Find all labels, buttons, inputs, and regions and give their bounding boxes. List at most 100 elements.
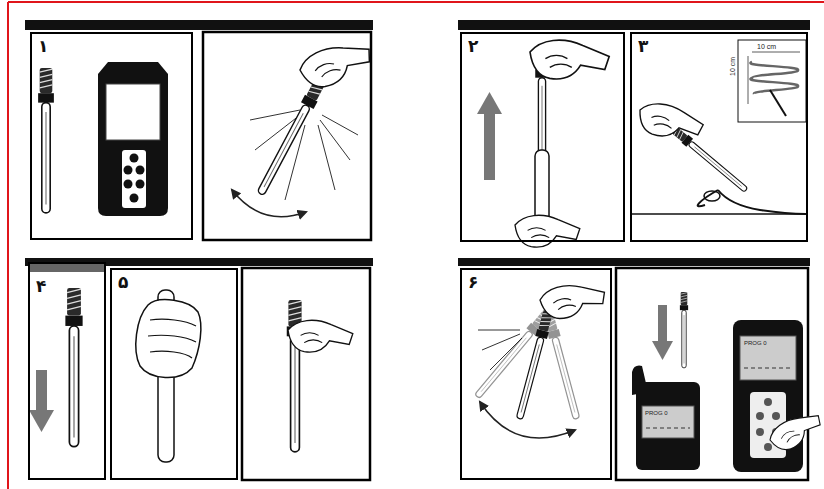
meter-drawing (632, 366, 700, 470)
frame-bar (25, 20, 810, 266)
motion-lines-part (322, 115, 358, 135)
meter-drawing-part (124, 166, 133, 175)
motion-arrow-part (232, 190, 306, 217)
meter-drawing-part (130, 154, 139, 163)
probe-drawing-part (65, 288, 82, 447)
inset-frame-part (752, 52, 800, 53)
meter-drawing-part (740, 336, 796, 380)
page-border-part (7, 2, 9, 489)
probe-drawing (669, 124, 750, 194)
meter-drawing-part (136, 166, 145, 175)
hand-drawing-part (766, 406, 824, 456)
meter-drawing-part (636, 382, 700, 470)
inset-frame-part (748, 56, 749, 104)
motion-arrow-part (480, 402, 575, 438)
probe-drawing (680, 292, 688, 368)
meter-drawing-part (106, 84, 160, 140)
panel-frame-part (242, 268, 370, 480)
inset-frame-part (770, 90, 786, 116)
step-panel: ۵ (110, 268, 238, 480)
probe-drawing (65, 288, 82, 447)
motion-arrow (232, 190, 306, 217)
meter-drawing (733, 320, 803, 472)
meter-drawing-part (764, 443, 772, 451)
meter-drawing-part (646, 428, 690, 429)
motion-lines-part (478, 330, 520, 331)
page-border-part (8, 1, 824, 3)
inset-frame-part (738, 40, 806, 122)
meter-drawing-part (124, 180, 133, 189)
screen-text: PROG 0 (645, 410, 668, 416)
hand-drawing (636, 100, 705, 143)
meter-drawing-part (772, 412, 780, 420)
motion-lines-part (318, 125, 335, 190)
frame-bar-part (25, 20, 373, 30)
dimension-label: 10 cm (729, 57, 736, 76)
motion-lines-part (250, 110, 300, 120)
step-number: ۴ (36, 276, 46, 296)
meter-drawing-part (764, 398, 772, 406)
hand-drawing (538, 279, 607, 322)
direction-arrow-part (658, 305, 667, 343)
hand-drawing-part (636, 100, 705, 143)
hand-drawing-part (515, 215, 580, 247)
meter-drawing-part (642, 406, 694, 438)
direction-arrow (652, 305, 673, 360)
direction-arrow-part (477, 92, 502, 114)
meter-drawing-part (756, 412, 764, 420)
cable-drawing-part (698, 190, 806, 214)
hand-drawing (530, 40, 609, 79)
step-panel: ۴ (28, 262, 106, 480)
probe-drawing-part (38, 68, 54, 213)
panel-frame (203, 32, 808, 480)
meter-drawing-part (733, 320, 803, 472)
step-panel: ۲ (460, 32, 625, 242)
hand-drawing (136, 300, 201, 378)
surface-line (632, 214, 806, 215)
probe-drawing (514, 310, 554, 420)
meter-drawing-part (130, 194, 139, 203)
meter-drawing-part (122, 150, 146, 208)
cable-drawing (698, 190, 806, 214)
hand-drawing-part (530, 40, 609, 79)
inset-frame (738, 40, 806, 122)
hand-drawing-part (296, 35, 376, 93)
hand-drawing-part (148, 319, 196, 358)
cable-drawing-part (704, 191, 720, 201)
dimension-label: 10 cm (757, 43, 776, 50)
direction-arrow-part (36, 370, 47, 412)
probe-drawing (38, 68, 54, 213)
hand-drawing (766, 406, 824, 456)
direction-arrow (29, 370, 54, 432)
step-number: ۲ (468, 36, 478, 56)
screen-text: PROG 0 (744, 340, 767, 346)
meter-drawing-part (744, 368, 792, 369)
step-panel: ۳ (630, 32, 808, 242)
meter-drawing (98, 62, 168, 216)
meter-drawing-part (136, 180, 145, 189)
step-panel: ۱ (30, 32, 193, 240)
motion-arrow (480, 402, 575, 438)
meter-drawing-part (98, 62, 168, 216)
hand-drawing-part (288, 320, 353, 352)
probe-drawing (254, 75, 328, 197)
step-number: ۵ (118, 272, 128, 292)
step-number: ۶ (468, 272, 478, 292)
inset-frame-part (750, 62, 798, 94)
meter-drawing-part (756, 428, 764, 436)
step-panel: ۶ (460, 268, 612, 480)
step-number: ۳ (638, 36, 648, 56)
probe-drawing-part (680, 292, 688, 368)
hand-drawing (288, 320, 353, 352)
direction-arrow-part (29, 410, 54, 432)
frame-bar-part (458, 20, 810, 30)
probe-drawing-part (254, 75, 328, 197)
hand-drawing (296, 35, 376, 93)
hand-drawing (515, 215, 580, 247)
frame-bar-part (458, 258, 810, 266)
hand-drawing-part (538, 279, 607, 322)
motion-lines-part (320, 120, 350, 160)
